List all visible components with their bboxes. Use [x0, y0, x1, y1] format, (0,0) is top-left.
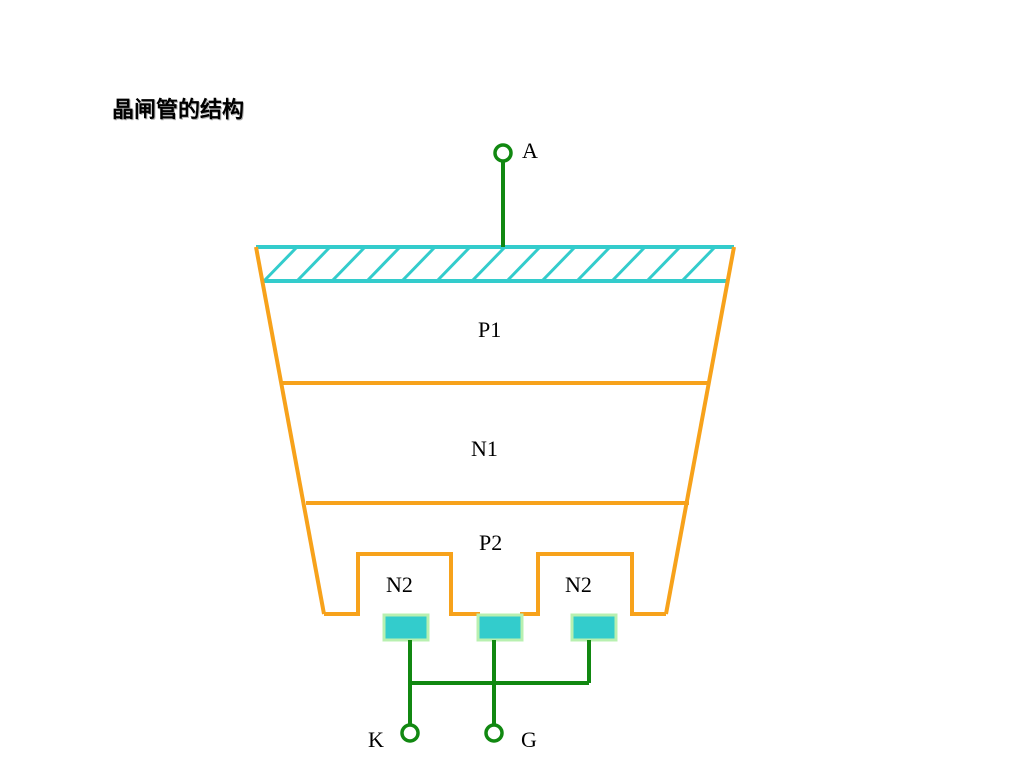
terminals — [400, 143, 513, 743]
cathode-label: K — [368, 727, 384, 752]
p1-label: P1 — [478, 317, 501, 342]
anode-label: A — [522, 138, 538, 163]
p2-label: P2 — [479, 530, 502, 555]
page-title: 晶闸管的结构 — [112, 98, 245, 123]
n2-right-label: N2 — [565, 572, 592, 597]
n1-label: N1 — [471, 436, 498, 461]
semiconductor-body — [254, 246, 736, 616]
n2-left-label: N2 — [386, 572, 413, 597]
anode-metal-layer — [256, 245, 734, 283]
labels: A K G P1 N1 P2 N2 N2 — [368, 138, 592, 752]
wiring — [408, 161, 591, 725]
n2-left-region — [324, 552, 480, 616]
cathode-contact-right — [570, 613, 618, 642]
bottom-contacts — [382, 613, 618, 642]
n2-right-region — [520, 552, 666, 616]
cathode-terminal — [400, 723, 420, 743]
gate-terminal — [484, 723, 504, 743]
cathode-contact-left — [382, 613, 430, 642]
anode-terminal — [493, 143, 513, 163]
gate-contact — [476, 613, 524, 642]
hatch-lines — [262, 245, 717, 283]
gate-label: G — [521, 727, 537, 752]
